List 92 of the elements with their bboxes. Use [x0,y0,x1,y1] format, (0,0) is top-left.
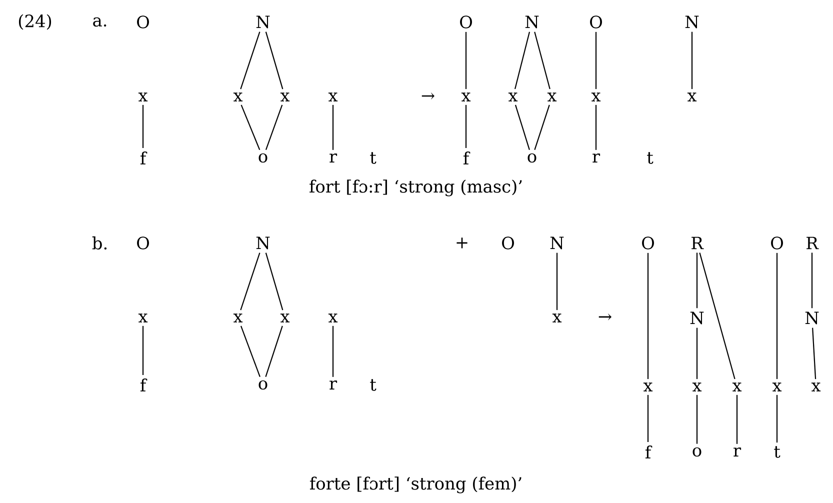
tier-symbol: O [642,236,654,250]
association-line [514,104,530,150]
tier-symbol: x [643,382,653,392]
association-line [240,32,260,90]
tier-symbol: o [258,153,268,163]
tier-symbol: O [460,16,472,28]
tier-symbol: N [525,16,539,28]
association-line [699,252,736,380]
tier-symbol: x [552,314,562,322]
tier-symbol: O [502,236,514,250]
association-line [142,104,144,148]
association-line [647,252,649,380]
tier-symbol: r [734,447,742,456]
association-line [696,394,698,444]
gloss-caption: fort [fɔ:r] ‘strong (masc)’ [310,180,522,196]
tier-symbol: o [692,447,702,457]
association-line [595,104,597,150]
tier-symbol: t [370,379,376,391]
tier-symbol: O [137,236,149,250]
association-line [265,326,283,377]
tier-symbol: O [137,16,149,28]
association-line [514,32,530,90]
association-line [332,104,334,150]
association-line [696,252,698,308]
association-line [332,326,334,377]
association-line [534,104,550,150]
tier-symbol: N [256,236,270,250]
tier-symbol: N [256,16,270,28]
tier-symbol: x [547,92,557,102]
tier-symbol: N [805,312,819,324]
association-line [776,252,778,380]
tier-symbol: x [811,382,821,392]
association-line [465,104,467,148]
tier-symbol: x [280,92,290,102]
tier-symbol: x [732,382,742,392]
tier-symbol: f [463,152,470,164]
tier-symbol: x [233,314,243,322]
tier-symbol: x [772,382,782,392]
gloss-caption: forte [fɔrt] ‘strong (fem)’ [310,476,522,494]
tier-symbol: o [258,380,268,390]
association-line [736,394,738,444]
example-number: (24) [18,14,52,30]
association-line [811,252,813,308]
association-line [240,104,260,150]
plus-sign: + [456,238,468,248]
derivation-arrow: → [422,92,434,100]
association-line [696,328,698,380]
item-letter: b. [92,236,107,250]
tier-symbol: x [138,92,148,102]
tier-symbol: f [140,378,148,392]
tier-symbol: f [645,446,652,458]
tier-symbol: N [690,312,704,324]
tier-symbol: r [330,153,338,162]
tier-symbol: O [771,236,783,250]
tier-symbol: x [328,92,338,102]
association-line [142,326,144,375]
association-line [265,32,284,90]
association-line [465,32,467,90]
association-line [647,394,649,442]
association-line [812,328,816,380]
association-line [691,32,693,90]
tier-symbol: o [528,153,536,163]
tier-symbol: r [592,153,600,162]
association-line [265,252,284,310]
tier-symbol: r [330,380,338,390]
tier-symbol: N [685,16,699,28]
tier-symbol: x [591,92,601,102]
tier-symbol: x [461,92,471,102]
tier-symbol: O [590,16,602,28]
derivation-arrow: → [598,314,612,320]
item-letter: a. [93,17,106,27]
tier-symbol: R [806,236,819,250]
tier-symbol: f [140,152,148,164]
tier-symbol: x [692,382,702,392]
tier-symbol: t [647,152,654,164]
tier-symbol: t [774,446,780,458]
association-line [595,32,597,90]
tier-symbol: R [692,236,704,250]
tier-symbol: x [233,92,243,102]
association-line [534,32,550,90]
association-line [776,394,778,443]
tier-symbol: x [508,92,518,102]
tier-symbol: N [550,236,564,250]
association-line [556,252,558,310]
tier-symbol: t [370,152,376,164]
association-line [240,252,260,310]
tier-symbol: x [138,314,148,322]
tier-symbol: x [687,92,697,102]
tier-symbol: x [328,314,338,322]
association-line [240,326,260,377]
tier-symbol: x [280,314,290,322]
association-line [265,104,283,150]
